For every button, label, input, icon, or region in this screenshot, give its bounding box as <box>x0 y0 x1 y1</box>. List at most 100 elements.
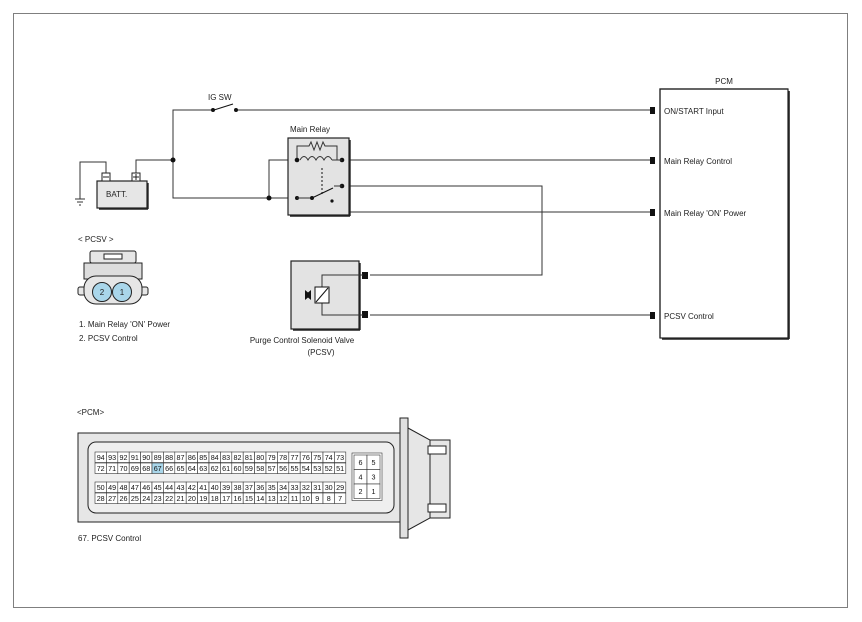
pcm-pin-label: 20 <box>188 494 196 503</box>
pcm-pin-label: 79 <box>268 453 276 462</box>
pcm-pin-cell <box>334 481 347 493</box>
pcm-pin-label: 10 <box>302 494 310 503</box>
pcm-pin-label: 89 <box>154 453 162 462</box>
pcm-pin-label: 67 <box>154 464 162 473</box>
pcm-pin-label: 14 <box>256 494 264 503</box>
pcm-connector-title: <PCM> <box>77 408 104 417</box>
junction-dot <box>170 157 176 163</box>
pcm-pin-label: 75 <box>313 453 321 462</box>
pcm-pin-label: 53 <box>313 464 321 473</box>
pcm-pin-label: 60 <box>234 464 242 473</box>
pcsv-connector: < PCSV > 2 1 1. Main Relay 'ON' Power 2.… <box>77 235 170 343</box>
pcsv-connector-title: < PCSV > <box>78 235 114 244</box>
pcm-pin-label: 65 <box>177 464 185 473</box>
pcm-pin-label: 16 <box>234 494 242 503</box>
pcm-pin-label: 92 <box>120 453 128 462</box>
pcm-pin-label: 62 <box>211 464 219 473</box>
pcm-pin-label: 85 <box>199 453 207 462</box>
pcm-side-pin-label: 5 <box>372 458 376 467</box>
pcsv-legend-2: 2. PCSV Control <box>79 334 138 343</box>
pcm-pin-label: 56 <box>279 464 287 473</box>
pcm-pin-label: 39 <box>222 483 230 492</box>
pcm-pin-label: 76 <box>302 453 310 462</box>
pcm-pin-label: 55 <box>291 464 299 473</box>
pcm-pin-label: 29 <box>336 483 344 492</box>
pcm-pin-label: 77 <box>291 453 299 462</box>
pcm-side-pin-label: 2 <box>359 487 363 496</box>
pcm-pin-label: 52 <box>325 464 333 473</box>
pcm-pin-label: 9 <box>315 494 319 503</box>
pcm-pin-label: 34 <box>279 483 287 492</box>
pcm-pin-label: 81 <box>245 453 253 462</box>
pcm-pin-label: 19 <box>199 494 207 503</box>
pcm-side-pin-cell <box>366 483 381 499</box>
pcm-connector-legend: 67. PCSV Control <box>78 534 141 543</box>
battery-label: BATT. <box>106 190 127 199</box>
pcm-pin-label: 90 <box>142 453 150 462</box>
pcm-pin-on-start-input: ON/START Input <box>664 107 724 116</box>
pcm-pin-label: 48 <box>120 483 128 492</box>
pcm-pin-label: 33 <box>291 483 299 492</box>
pcm-pin-label: 54 <box>302 464 310 473</box>
pcm-pin-label: 94 <box>97 453 105 462</box>
diagram-frame <box>13 13 848 608</box>
pcm-pin-main-relay-control: Main Relay Control <box>664 157 732 166</box>
pcm-pin-label: 31 <box>313 483 321 492</box>
battery: BATT. <box>75 161 149 210</box>
pcm-pin-cell <box>334 462 347 474</box>
pcm-pin-label: 91 <box>131 453 139 462</box>
pcm-pin-label: 47 <box>131 483 139 492</box>
pcm-pin-label: 50 <box>97 483 105 492</box>
junction-dot <box>266 195 272 201</box>
pcm-side-pin-label: 4 <box>359 473 363 482</box>
pcm-pin-label: 46 <box>142 483 150 492</box>
pcm-pin-label: 17 <box>222 494 230 503</box>
pcsv-conn-pin-1: 1 <box>120 288 125 297</box>
pcm-pin-label: 69 <box>131 464 139 473</box>
pcm-pin-label: 66 <box>165 464 173 473</box>
pcm-side-pin-label: 1 <box>372 487 376 496</box>
pcm-pin-label: 37 <box>245 483 253 492</box>
pcsv-legend-1: 1. Main Relay 'ON' Power <box>79 320 170 329</box>
pcm-side-pin-label: 6 <box>359 458 363 467</box>
pcm-pin-label: 57 <box>268 464 276 473</box>
pcm-pin-label: 15 <box>245 494 253 503</box>
pcm-pin-label: 58 <box>256 464 264 473</box>
ignition-switch: IG SW <box>208 93 238 112</box>
pcm-pin-label: 23 <box>154 494 162 503</box>
pcm-pin-pcsv-control: PCSV Control <box>664 312 714 321</box>
pcm-pin-label: 36 <box>256 483 264 492</box>
pcm-pin-label: 49 <box>108 483 116 492</box>
pcm-pin-label: 61 <box>222 464 230 473</box>
pcm-pin-label: 84 <box>211 453 219 462</box>
pcsv-solenoid: Purge Control Solenoid Valve (PCSV) <box>250 260 368 357</box>
pcsv-name-line1: Purge Control Solenoid Valve <box>250 336 355 345</box>
pcm-pin-label: 45 <box>154 483 162 492</box>
main-relay: Main Relay <box>287 125 351 217</box>
pcm-pin-label: 72 <box>97 464 105 473</box>
pcm-pin-label: 78 <box>279 453 287 462</box>
pcm-pin-label: 35 <box>268 483 276 492</box>
pcm-pin-label: 18 <box>211 494 219 503</box>
pcm-pin-label: 87 <box>177 453 185 462</box>
pcm-pin-label: 13 <box>268 494 276 503</box>
pcsv-conn-pin-2: 2 <box>100 288 105 297</box>
pcm-pin-label: 64 <box>188 464 196 473</box>
pcm-pin-label: 93 <box>108 453 116 462</box>
pcm-pin-label: 83 <box>222 453 230 462</box>
pcm-pin-label: 25 <box>131 494 139 503</box>
pcm-pin-label: 42 <box>188 483 196 492</box>
pcm-pin-label: 68 <box>142 464 150 473</box>
pcm-pin-label: 74 <box>325 453 333 462</box>
pcm-pin-label: 7 <box>338 494 342 503</box>
pcm-pin-label: 12 <box>279 494 287 503</box>
pcm-pin-label: 30 <box>325 483 333 492</box>
pcm-pin-label: 26 <box>120 494 128 503</box>
pcm-pin-label: 71 <box>108 464 116 473</box>
pcm-module: PCM ON/START Input Main Relay Control Ma… <box>650 77 790 340</box>
pcm-pin-marker <box>650 209 655 216</box>
